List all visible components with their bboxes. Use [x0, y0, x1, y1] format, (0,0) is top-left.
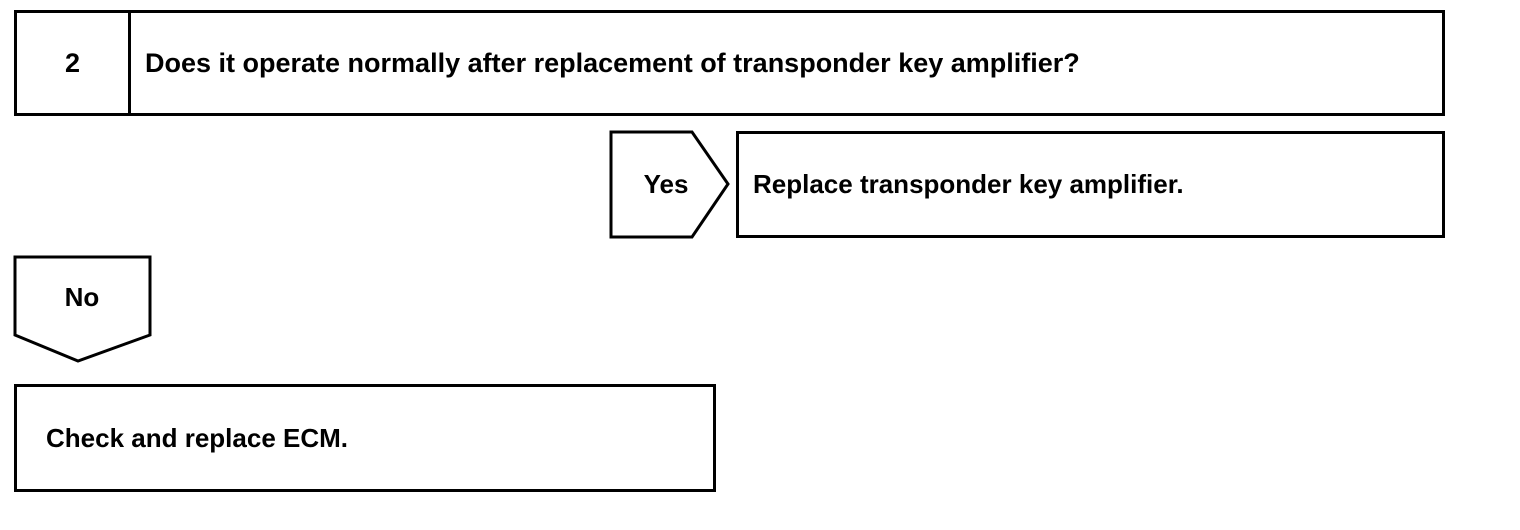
yes-result-text: Replace transponder key amplifier. — [753, 169, 1184, 199]
yes-label: Yes — [643, 169, 689, 199]
no-result-box: Check and replace ECM. — [14, 384, 716, 492]
yes-arrow-shape — [609, 130, 730, 239]
no-label: No — [64, 281, 100, 312]
yes-result-box: Replace transponder key amplifier. — [736, 131, 1445, 238]
no-arrow-shape — [13, 255, 152, 363]
step-box: 2 Does it operate normally after replace… — [14, 10, 1445, 116]
step-number: 2 — [17, 13, 131, 113]
no-result-text: Check and replace ECM. — [46, 422, 348, 453]
step-question: Does it operate normally after replaceme… — [145, 47, 1080, 78]
